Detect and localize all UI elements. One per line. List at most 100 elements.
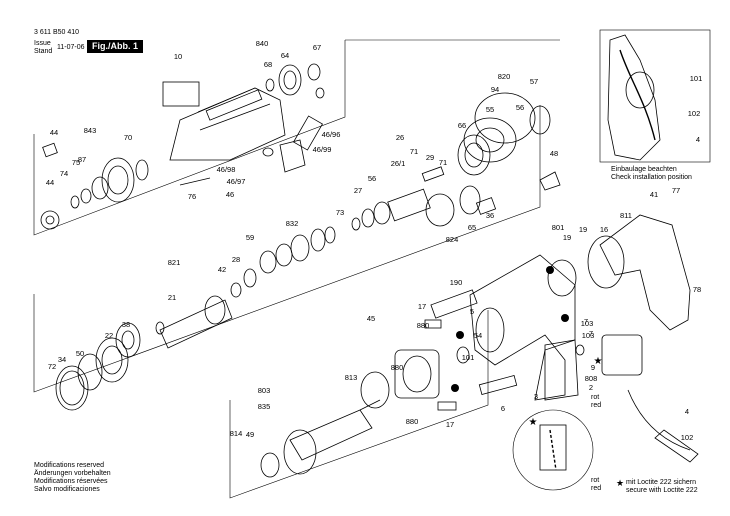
footer-line-4: Salvo modificaciones	[34, 486, 100, 493]
part-number-label: 34	[58, 355, 66, 364]
part-number-label: 801	[552, 223, 565, 232]
part-number-label: 57	[530, 77, 538, 86]
part-number-label: 7	[589, 329, 593, 338]
part-number-label: 28	[232, 255, 240, 264]
marker-a-icon	[546, 266, 554, 274]
part-number-label: 2	[589, 383, 593, 392]
wire-red: red	[591, 402, 602, 409]
part-number-label: 77	[672, 186, 680, 195]
issue-date: 11-07-06	[57, 44, 85, 51]
part-number-label: 36	[486, 211, 494, 220]
star-icon-2: ★	[529, 417, 538, 428]
part-number-label: 71	[439, 158, 447, 167]
part-number-label: 78	[693, 285, 701, 294]
part-number-label: 46/98	[217, 165, 236, 174]
footer-line-3: Modifications réservées	[34, 478, 108, 485]
part-number-label: 814	[230, 429, 243, 438]
part-number-label: 46/96	[322, 130, 341, 139]
part-number-label: 9	[591, 363, 595, 372]
part-number-label: 821	[168, 258, 181, 267]
part-number-label: 45	[367, 314, 375, 323]
part-number-label: 101	[690, 74, 703, 83]
part-number-label: 835	[258, 402, 271, 411]
part-number-label: 813	[345, 373, 358, 382]
part-number-label: 103	[582, 331, 595, 340]
part-number-label: 46/97	[227, 177, 246, 186]
part-number-label: 56	[368, 174, 376, 183]
part-number-label: 840	[256, 39, 269, 48]
part-number-label: 17	[418, 302, 426, 311]
part-number-label: 5	[470, 307, 474, 316]
part-number-label: 26	[396, 133, 404, 142]
doc-number: 3 611 B50 410	[34, 29, 80, 36]
part-number-label: 832	[286, 219, 299, 228]
part-number-label: 103	[581, 319, 594, 328]
part-number-label: 29	[426, 153, 434, 162]
wire-red-2: red	[591, 485, 602, 492]
loctite-note-2: secure with Loctite 222	[626, 487, 698, 494]
part-number-label: 880	[417, 321, 430, 330]
wire-rot-2: rot	[591, 477, 600, 484]
stand-label: Stand	[34, 48, 53, 55]
part-number-label: 6	[501, 404, 505, 413]
part-number-label: 21	[168, 293, 176, 302]
part-number-label: 65	[468, 223, 476, 232]
part-number-label: 102	[688, 109, 701, 118]
part-number-label: 55	[486, 105, 494, 114]
wire-rot: rot	[591, 394, 600, 401]
part-number-label: 67	[313, 43, 321, 52]
star-icon-3: ★	[616, 478, 624, 488]
part-number-label: 811	[620, 211, 632, 220]
part-number-label: 808	[585, 374, 598, 383]
part-number-label: 56	[516, 103, 524, 112]
part-number-label: 102	[681, 433, 694, 442]
part-number-label: 71	[410, 147, 418, 156]
part-number-label: 72	[48, 362, 56, 371]
install-note-2: Check installation position	[611, 174, 692, 181]
part-number-label: 10	[174, 52, 182, 61]
part-number-label: 42	[218, 265, 226, 274]
part-number-label: 73	[336, 208, 344, 217]
part-number-label: 49	[246, 430, 254, 439]
part-number-label: 70	[124, 133, 132, 142]
part-number-label: 824	[446, 235, 459, 244]
part-number-label: 66	[458, 121, 466, 130]
footer-line-2: Änderungen vorbehalten	[34, 470, 111, 477]
part-number-label: 87	[78, 155, 86, 164]
marker-b-icon-2	[561, 314, 569, 322]
loctite-note-1: mit Loctite 222 sichern	[626, 479, 697, 486]
figure-label: Fig./Abb. 1	[87, 40, 143, 53]
part-number-label: 820	[498, 72, 511, 81]
part-number-label: 68	[264, 60, 272, 69]
issue-label: Issue	[34, 40, 51, 47]
part-number-label: 16	[600, 225, 608, 234]
part-number-label: 64	[281, 51, 289, 60]
part-number-label: 19	[579, 225, 587, 234]
part-number-label: 46	[226, 190, 234, 199]
part-number-label: 26/1	[391, 159, 406, 168]
part-number-label: 22	[105, 331, 113, 340]
part-number-label: 74	[60, 169, 68, 178]
part-number-label: 44	[50, 128, 58, 137]
part-number-label: 46/99	[313, 145, 332, 154]
part-number-label: 19	[563, 233, 571, 242]
part-number-label: 50	[76, 349, 84, 358]
star-icon: ★	[594, 356, 603, 367]
part-number-label: 803	[258, 386, 271, 395]
part-number-label: 27	[354, 186, 362, 195]
part-number-label: 38	[122, 320, 130, 329]
part-number-label: 4	[685, 407, 689, 416]
part-number-label: 94	[491, 85, 499, 94]
part-number-label: 17	[446, 420, 454, 429]
part-number-label: 75	[72, 158, 80, 167]
part-number-label: 48	[550, 149, 558, 158]
marker-b-icon	[451, 384, 459, 392]
install-note-1: Einbaulage beachten	[611, 166, 677, 173]
part-number-label: 101	[462, 353, 475, 362]
footer-line-1: Modifications reserved	[34, 462, 105, 469]
part-number-label: 880	[406, 417, 419, 426]
part-number-label: 4	[696, 135, 700, 144]
